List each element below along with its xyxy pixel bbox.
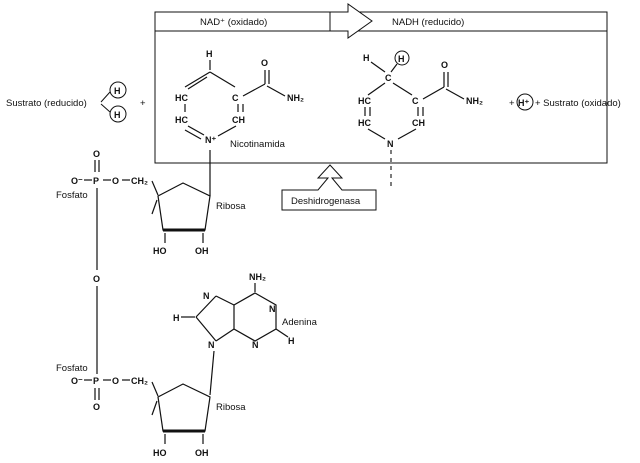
hydrogen-2: H	[114, 110, 121, 120]
ring-n-plus: N⁺	[205, 135, 216, 145]
phosphate-top: O⁻ Fosfato P O O CH₂ O	[56, 149, 148, 374]
reduced-ring: H H C HC C HC CH N O NH₂	[358, 50, 483, 188]
reduced-n: N	[387, 139, 394, 149]
adenine-n9: N	[208, 340, 215, 350]
enzyme-arrow	[281, 164, 377, 211]
hydrogen-circle-2	[109, 105, 127, 123]
ribose-top-ho: HO	[153, 246, 167, 256]
ribose-bottom-oh: OH	[195, 448, 209, 458]
nad-label: NAD⁺ (oxidado)	[200, 17, 267, 28]
adenine-n1: N	[269, 304, 276, 314]
ring-c: C	[232, 93, 239, 103]
ribose-top-oh: OH	[195, 246, 209, 256]
reduced-carbonyl-o: O	[441, 60, 448, 70]
plus-right: +	[509, 98, 515, 109]
phosphate-top-ch2: CH₂	[131, 176, 148, 186]
adenine-ring: NH₂ N N N N H H Adenina	[173, 272, 318, 396]
ring-hc-top: HC	[175, 93, 188, 103]
phosphate-top-ester-o: O	[112, 176, 119, 186]
ribose-top: Ribosa HO OH	[151, 150, 246, 256]
hydrogen-1: H	[114, 86, 121, 96]
reduced-amide-nh2: NH₂	[466, 96, 483, 106]
reduced-c-top: C	[385, 73, 392, 83]
phosphate-top-p: P	[93, 176, 99, 186]
substrate-reduced-label: Sustrato (reducido)	[6, 98, 87, 109]
h-plus-circle	[516, 93, 534, 111]
carbonyl-o: O	[261, 58, 268, 68]
bond-h2	[100, 103, 111, 113]
reaction-frame	[154, 11, 608, 164]
adenine-h8: H	[173, 313, 180, 323]
reduced-ch: CH	[412, 118, 425, 128]
adenine-n7: N	[203, 291, 210, 301]
ribose-bottom-ho: HO	[153, 448, 167, 458]
plus-left: +	[140, 98, 146, 109]
ring-ch: CH	[232, 115, 245, 125]
phosphate-bottom-ch2: CH₂	[131, 376, 148, 386]
nadh-label: NADH (reducido)	[392, 17, 464, 28]
enzyme-label: Deshidrogenasa	[291, 196, 361, 207]
bond-h1	[100, 91, 111, 103]
amide-nh2: NH₂	[287, 93, 304, 103]
reduced-h-circled: H	[398, 54, 405, 64]
fosfato-bottom-label: Fosfato	[56, 363, 88, 374]
phosphate-top-o-minus: O⁻	[71, 176, 83, 186]
ribose-top-label: Ribosa	[216, 201, 246, 212]
header-arrow	[329, 3, 373, 39]
nicotinamide-ring: H HC C HC CH N⁺ O NH₂ Nicotinamida	[175, 49, 304, 150]
ribose-bottom: Ribosa HO OH	[151, 381, 246, 458]
enzyme-box: Deshidrogenasa	[281, 164, 377, 211]
hydrogen-circle-1	[109, 81, 127, 99]
phosphate-bottom: Fosfato O⁻ P O O CH₂	[56, 363, 148, 412]
bridge-o: O	[93, 274, 100, 284]
reduced-h-left: H	[363, 53, 370, 63]
ring-top-h: H	[206, 49, 213, 59]
fosfato-top-label: Fosfato	[56, 190, 88, 201]
phosphate-bottom-o-minus: O⁻	[71, 376, 83, 386]
ribose-bottom-label: Ribosa	[216, 402, 246, 413]
adenine-nh2: NH₂	[249, 272, 266, 282]
substrate-oxidized-label: + Sustrato (oxidado)	[535, 98, 621, 109]
phosphate-bottom-double-o: O	[93, 402, 100, 412]
h-plus: H⁺	[518, 98, 529, 108]
phosphate-top-double-o: O	[93, 149, 100, 159]
adenine-label: Adenina	[282, 317, 318, 328]
reduced-hc-top: HC	[358, 96, 371, 106]
reduced-h-circle	[394, 50, 410, 66]
adenine-h2: H	[288, 336, 295, 346]
reduced-hc-bottom: HC	[358, 118, 371, 128]
phosphate-bottom-p: P	[93, 376, 99, 386]
phosphate-bottom-ester-o: O	[112, 376, 119, 386]
reduced-c: C	[412, 96, 419, 106]
nicotinamide-label: Nicotinamida	[230, 139, 286, 150]
adenine-n3: N	[252, 340, 259, 350]
ring-hc-bottom: HC	[175, 115, 188, 125]
